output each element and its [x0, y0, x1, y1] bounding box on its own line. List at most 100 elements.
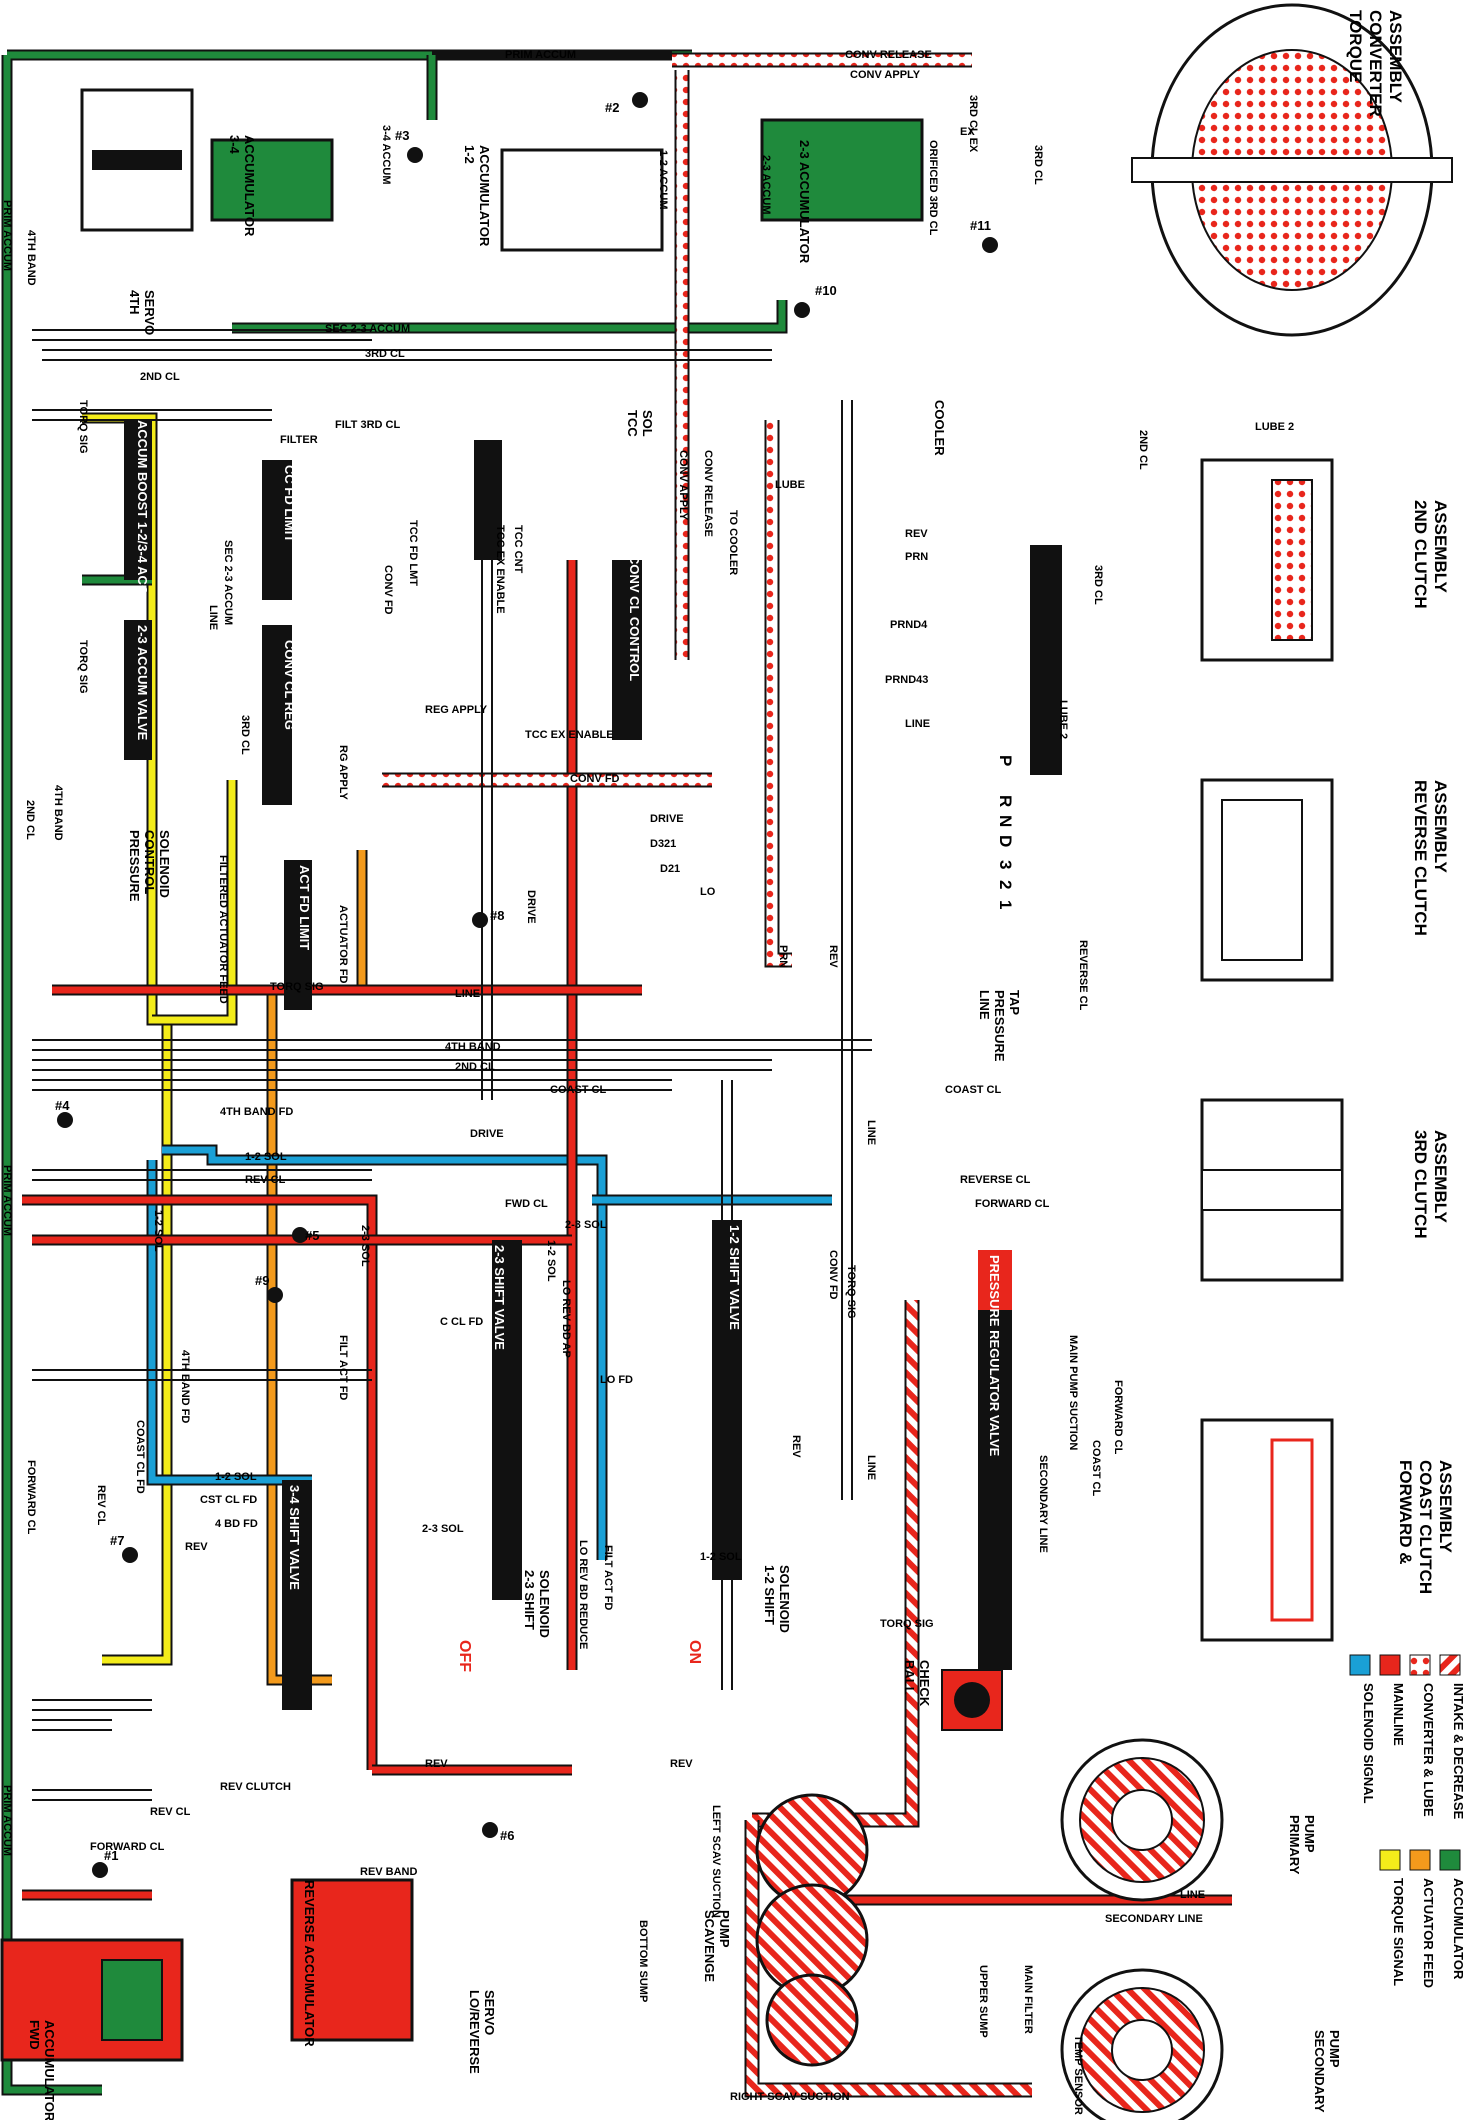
tcc-ex-enable-label: TCC EX ENABLE [525, 729, 614, 741]
checkball-2: #2 [605, 92, 648, 115]
right-scav-suction-label: RIGHT SCAV SUCTION [730, 2091, 850, 2103]
lube-2-v-label: LUBE 2 [1057, 700, 1069, 739]
line-v-label: LINE [207, 605, 219, 630]
svg-text:MAINLINE: MAINLINE [1391, 1683, 1406, 1746]
svg-text:TORQUE SIGNAL: TORQUE SIGNAL [1391, 1878, 1406, 1986]
fourth-servo-label-2: SERVO [142, 290, 157, 335]
accum-23-valve[interactable] [124, 620, 152, 760]
prnd43-label: PRND43 [885, 674, 928, 686]
coast-cl-fd-v-label: COAST CL FD [134, 1420, 146, 1494]
checkball-8: #8 [472, 908, 504, 928]
reverse-clutch [1200, 778, 1334, 982]
svg-text:#4: #4 [55, 1098, 70, 1113]
conv-cl-reg-valve[interactable] [262, 625, 292, 805]
manual-valve[interactable] [1030, 545, 1062, 775]
svg-text:N: N [996, 815, 1015, 827]
coast-cl-label-2: COAST CL [945, 1084, 1002, 1096]
lube-2-label: LUBE 2 [1255, 421, 1294, 433]
fwd-accumulator-label: FWD [27, 2020, 42, 2050]
svg-text:#1: #1 [104, 1848, 118, 1863]
second-cl-label: 2ND CL [140, 371, 180, 383]
scavenge-pump-label: SCAVENGE [702, 1910, 717, 1982]
third-cl-ex-label: 3RD CL EX [967, 95, 979, 153]
checkball-5: #5 [292, 1227, 319, 1243]
fourth-band-fd-v-label: 4TH BAND FD [179, 1350, 191, 1423]
forward-cl-label-2: FORWARD CL [90, 1841, 165, 1853]
rev-v-label-2: REV [790, 1435, 802, 1458]
torque-converter-title: TORQUE [1346, 10, 1365, 82]
third-cl-v-label-3: 3RD CL [1032, 145, 1044, 185]
third-cl-v-label: 3RD CL [239, 715, 251, 755]
filt-third-cl-label: FILT 3RD CL [335, 419, 400, 431]
fwd-accumulator-label-2: ACCUMULATOR [42, 2020, 57, 2120]
accum-34-label: 3-4 [227, 135, 242, 155]
rev-label-4: REV [670, 1758, 693, 1770]
reg-apply-label: REG APPLY [425, 704, 488, 716]
accum-boost-label: ACCUM BOOST 1-2/3-4 ACC [135, 420, 150, 595]
filter-label: FILTER [280, 434, 318, 446]
checkball-4: #4 [55, 1098, 73, 1128]
torque-converter-title-3: ASSEMBLY [1386, 10, 1405, 104]
legend-item: MAINLINE [1379, 1654, 1406, 1746]
checkball-7: #7 [110, 1533, 138, 1563]
lo-reverse-servo-label: LO/REVERSE [467, 1990, 482, 2074]
second-clutch-title-2: ASSEMBLY [1431, 500, 1450, 594]
filt-act-fd-v-label-2: FILT ACT FD [337, 1335, 349, 1400]
sol-23-sig-label-2: 2-3 SOL [422, 1523, 464, 1535]
torque-converter-title-2: CONVERTER [1366, 10, 1385, 117]
torque-converter [1131, 3, 1453, 337]
shift-23-valve[interactable] [492, 1240, 522, 1600]
solenoid-signal-lines [146, 1144, 832, 1560]
checkball-10: #10 [794, 283, 837, 318]
legend-item: CONVERTER & LUBE [1409, 1654, 1436, 1817]
fourth-band-v-label-2: 4TH BAND [52, 785, 64, 841]
pressure-regulator-valve[interactable] [978, 1250, 1012, 1670]
svg-text:ACTUATOR FEED: ACTUATOR FEED [1421, 1878, 1436, 1988]
line-label: LINE [905, 718, 930, 730]
fourth-servo [80, 88, 194, 232]
sec-23-accum-label: SEC 2-3 ACCUM [325, 323, 410, 335]
shift-12-valve[interactable] [712, 1220, 742, 1580]
line-label-2: LINE [455, 988, 480, 1000]
fourth-band-label: 4TH BAND [445, 1041, 501, 1053]
reverse-accumulator [290, 1878, 414, 2042]
accum-23-valve-label: 2-3 ACCUM VALVE [135, 625, 150, 741]
third-clutch [1200, 1098, 1344, 1282]
accum-boost-valve[interactable] [124, 420, 152, 580]
sol-23-label: 2-3 SHIFT [522, 1570, 537, 1630]
prim-accum-label: PRIM ACCUM [505, 49, 576, 61]
rev-cl-label-2: REV CL [150, 1806, 191, 1818]
lube-label: LUBE [775, 479, 805, 491]
tcc-enable-valve[interactable] [474, 440, 502, 560]
line-tap-label-2: PRESSURE [992, 990, 1007, 1062]
second-clutch-title: 2ND CLUTCH [1411, 500, 1430, 609]
prim-accum-v-label-2: PRIM ACCUM [1, 1165, 13, 1236]
conv-fd-label: CONV FD [570, 773, 620, 785]
svg-text:#11: #11 [970, 218, 991, 233]
secondary-pump-label: SECONDARY [1312, 2030, 1327, 2113]
shift-34-label: 3-4 SHIFT VALVE [287, 1485, 302, 1590]
reverse-cl-v-label: REVERSE CL [1077, 940, 1089, 1011]
second-cl-v-label-2: 2ND CL [1137, 430, 1149, 470]
rotated-schematic [0, 3, 1453, 2120]
prn-v-label: PRN [777, 945, 789, 968]
torq-sig-label: TORQ SIG [270, 981, 324, 993]
cc-fd-limit-valve[interactable] [262, 460, 292, 600]
primary-pump-label-2: PUMP [1302, 1815, 1317, 1853]
line-tap-label: LINE [977, 990, 992, 1020]
shift-34-valve[interactable] [282, 1480, 312, 1710]
svg-text:#2: #2 [605, 100, 619, 115]
torq-sig-v-label-3: TORQ SIG [845, 1265, 857, 1319]
torque-signal-lines [82, 412, 238, 1666]
second-cl-v-label: 2ND CL [24, 800, 36, 840]
sol-12-label: 1-2 SHIFT [762, 1565, 777, 1625]
conv-cl-control-valve[interactable] [612, 560, 642, 740]
svg-text:3: 3 [996, 860, 1015, 869]
svg-text:#7: #7 [110, 1533, 124, 1548]
shift-23-label: 2-3 SHIFT VALVE [492, 1245, 507, 1350]
accum-34 [210, 138, 334, 222]
line-label-3: LINE [1180, 1889, 1205, 1901]
reverse-accumulator-label: REVERSE ACCUMULATOR [302, 1880, 317, 2047]
act-fd-limit-valve[interactable] [284, 860, 312, 1010]
